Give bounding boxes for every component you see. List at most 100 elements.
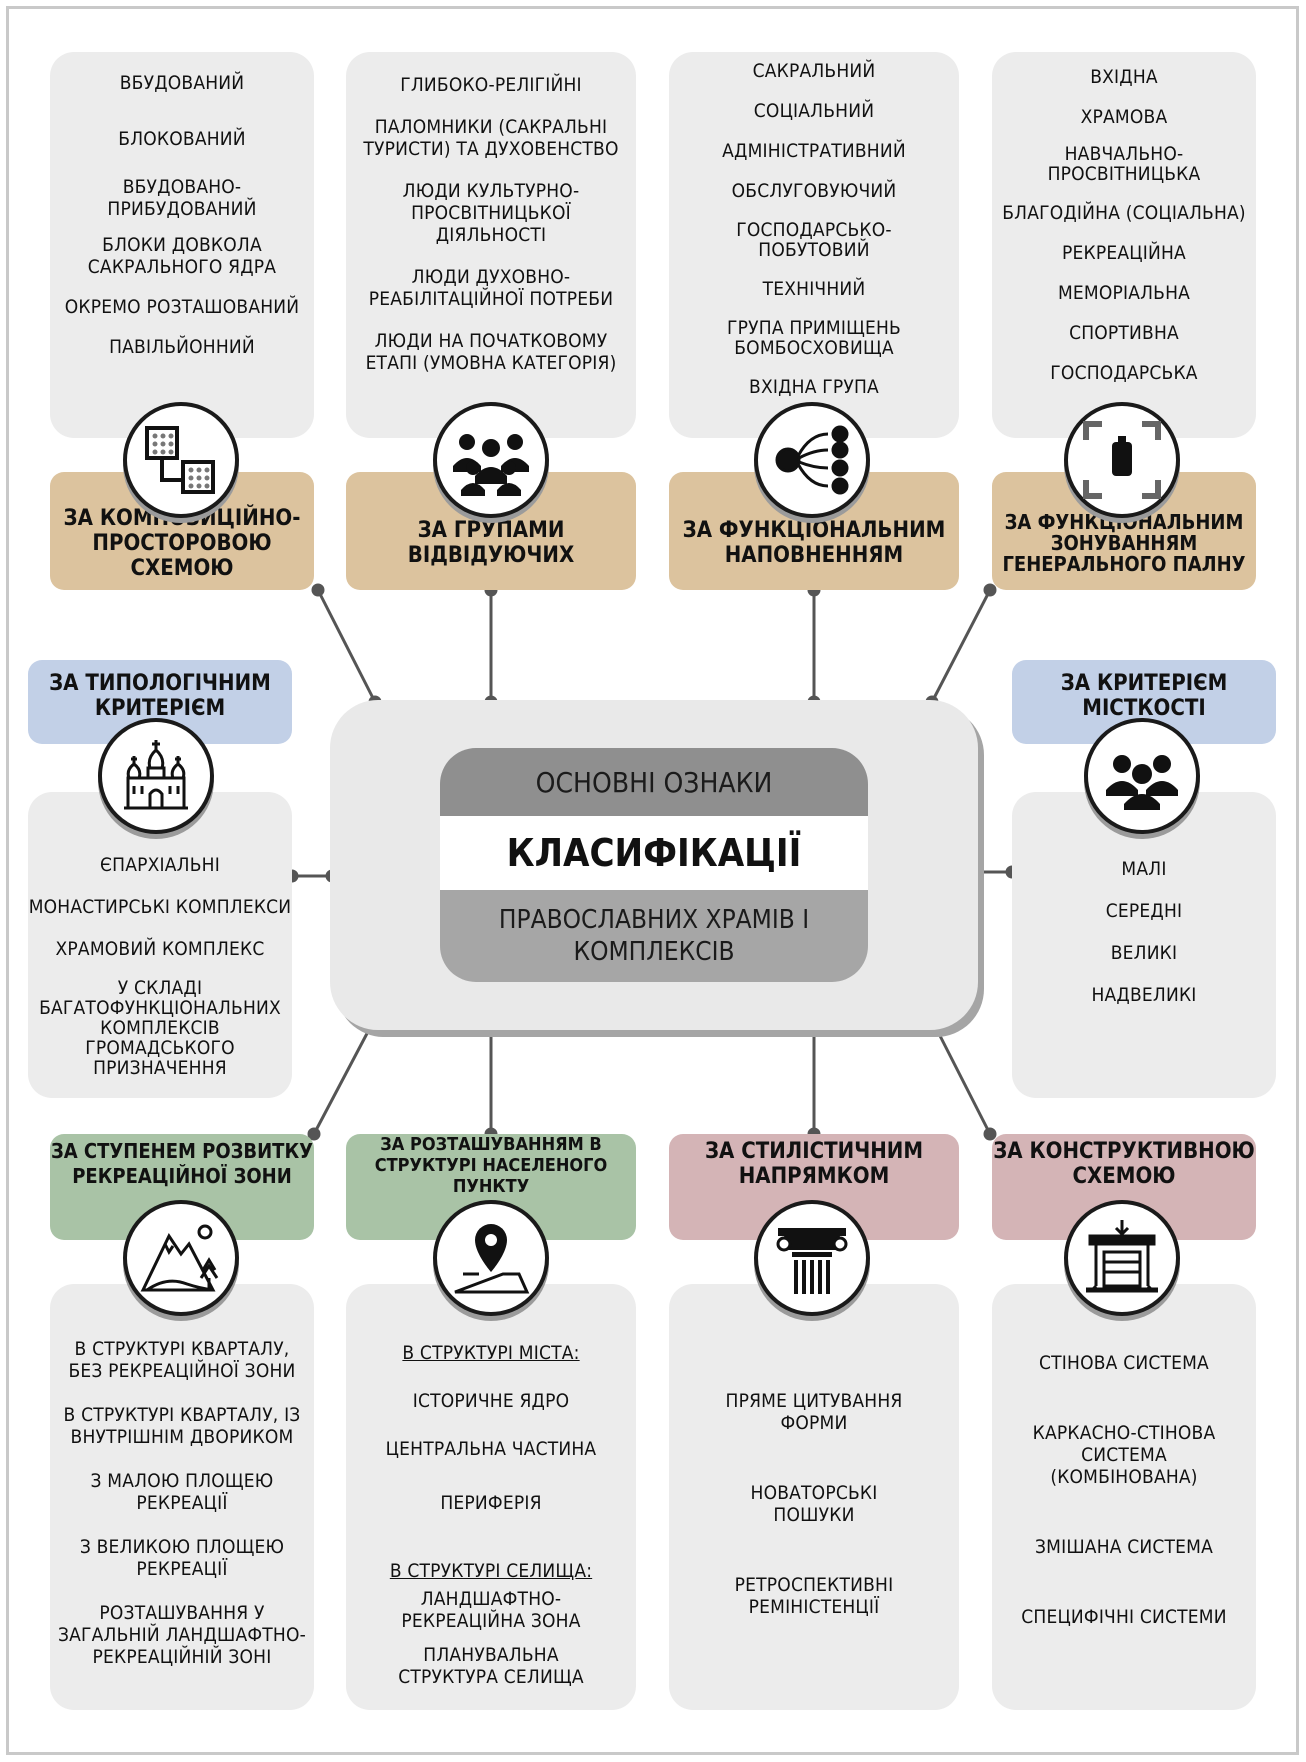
location-items: В СТРУКТУРІ МІСТА: ІСТОРИЧНЕ ЯДРО ЦЕНТРА… [346,1342,636,1688]
recreation-items: В СТРУКТУРІ КВАРТАЛУ, БЕЗ РЕКРЕАЦІЙНОЇ З… [50,1338,314,1668]
list-item: ВХІДНА [1090,66,1158,88]
zoning-items: ВХІДНА ХРАМОВА НАВЧАЛЬНО-ПРОСВІТНИЦЬКА Б… [992,66,1256,384]
list-item: СЕРЕДНІ [1105,900,1183,922]
list-item: ПЕРИФЕРІЯ [440,1492,542,1514]
page-frame [6,6,1299,1755]
style-items-box: ПРЯМЕ ЦИТУВАННЯ ФОРМИ НОВАТОРСЬКІ ПОШУКИ… [669,1284,959,1710]
list-item: ГОСПОДАРСЬКО-ПОБУТОВИЙ [736,219,892,261]
connector-dot [307,1127,321,1141]
list-item: ІСТОРИЧНЕ ЯДРО [412,1390,570,1412]
list-item: СПЕЦИФІЧНІ СИСТЕМИ [1021,1606,1227,1628]
list-item: ХРАМОВА [1080,106,1168,128]
list-item: ЛЮДИ КУЛЬТУРНО-ПРОСВІТНИЦЬКОЇ ДІЯЛЬНОСТІ [402,180,580,246]
list-item: СТІНОВА СИСТЕМА [1039,1352,1209,1374]
connector-line [932,1023,992,1135]
list-item: З МАЛОЮ ПЛОЩЕЮ РЕКРЕАЦІЇ [90,1470,274,1514]
capacity-category-label: ЗА КРИТЕРІЄМ МІСТКОСТІ [1012,660,1276,744]
list-item: ПАЛОМНИКИ (САКРАЛЬНІ ТУРИСТИ) ТА ДУХОВЕН… [363,116,619,160]
mountain-landscape-icon [123,1200,239,1316]
list-item: МЕМОРІАЛЬНА [1057,282,1191,304]
list-item: ЛЮДИ НА ПОЧАТКОВОМУ ЕТАПІ (УМОВНА КАТЕГО… [365,330,617,374]
list-item: БЛОКОВАНИЙ [118,128,246,150]
list-item: РОЗТАШУВАННЯ У ЗАГАЛЬНІЙ ЛАНДШАФТНО-РЕКР… [57,1602,307,1668]
people-group-icon [433,402,549,518]
connector-line [930,589,992,703]
column-capital-icon [754,1200,870,1316]
composition-items: ВБУДОВАНИЙ БЛОКОВАНИЙ ВБУДОВАНО-ПРИБУДОВ… [50,72,314,358]
functional-content-items-box: САКРАЛЬНИЙ СОЦІАЛЬНИЙ АДМІНІСТРАТИВНИЙ О… [669,52,959,438]
typological-items: ЄПАРХІАЛЬНІ МОНАСТИРСЬКІ КОМПЛЕКСИ ХРАМО… [28,854,292,1078]
center-title-box: ОСНОВНІ ОЗНАКИ КЛАСИФІКАЦІЇ ПРАВОСЛАВНИХ… [330,700,978,1030]
list-item: СПОРТИВНА [1069,322,1179,344]
list-item: НОВАТОРСЬКІ ПОШУКИ [750,1482,878,1526]
structure-items-box: СТІНОВА СИСТЕМА КАРКАСНО-СТІНОВА СИСТЕМА… [992,1284,1256,1710]
list-item: ВХІДНА ГРУПА [749,376,879,398]
list-item: ВБУДОВАНО-ПРИБУДОВАНИЙ [107,176,257,220]
list-item: ЛАНДШАФТНО-РЕКРЕАЦІЙНА ЗОНА [401,1588,581,1632]
list-item: НАДВЕЛИКІ [1091,984,1197,1006]
center-title-main: КЛАСИФІКАЦІЇ [440,816,868,890]
map-pin-icon [433,1200,549,1316]
village-heading: В СТРУКТУРІ СЕЛИЩА: [389,1560,593,1582]
list-item: ЗМІШАНА СИСТЕМА [1034,1536,1214,1558]
connector-dot [983,583,997,597]
list-item: КАРКАСНО-СТІНОВА СИСТЕМА (КОМБІНОВАНА) [1032,1422,1216,1488]
capacity-items-box: МАЛІ СЕРЕДНІ ВЕЛИКІ НАДВЕЛИКІ [1012,792,1276,1098]
list-item: ЄПАРХІАЛЬНІ [100,854,220,876]
connector-dot [311,583,325,597]
list-item: БЛОКИ ДОВКОЛА САКРАЛЬНОГО ЯДРА [87,234,277,278]
structure-items: СТІНОВА СИСТЕМА КАРКАСНО-СТІНОВА СИСТЕМА… [992,1352,1256,1628]
zoning-category-label: ЗА ФУНКЦІОНАЛЬНИМ ЗОНУВАННЯМ ГЕНЕРАЛЬНОГ… [992,472,1256,590]
list-item: ПРЯМЕ ЦИТУВАННЯ ФОРМИ [725,1390,903,1434]
list-item: РЕТРОСПЕКТИВНІ РЕМІНІСТЕНЦІЇ [734,1574,894,1618]
style-items: ПРЯМЕ ЦИТУВАННЯ ФОРМИ НОВАТОРСЬКІ ПОШУКИ… [669,1390,959,1618]
list-item: В СТРУКТУРІ КВАРТАЛУ, ІЗ ВНУТРІШНІМ ДВОР… [63,1404,301,1448]
list-item: МОНАСТИРСЬКІ КОМПЛЕКСИ [28,896,292,918]
list-item: АДМІНІСТРАТИВНИЙ [722,140,906,162]
location-items-box: В СТРУКТУРІ МІСТА: ІСТОРИЧНЕ ЯДРО ЦЕНТРА… [346,1284,636,1710]
list-item: З ВЕЛИКОЮ ПЛОЩЕЮ РЕКРЕАЦІЇ [79,1536,285,1580]
list-item: НАВЧАЛЬНО-ПРОСВІТНИЦЬКА [1047,143,1201,185]
center-title-bottom: ПРАВОСЛАВНИХ ХРАМІВ І КОМПЛЕКСІВ [440,890,868,982]
crowd-icon [1084,718,1200,834]
focus-frame-icon [1064,402,1180,518]
capacity-items: МАЛІ СЕРЕДНІ ВЕЛИКІ НАДВЕЛИКІ [1012,858,1276,1006]
list-item: МАЛІ [1121,858,1167,880]
list-item: ГРУПА ПРИМІЩЕНЬ БОМБОСХОВИЩА [727,317,901,359]
list-item: ВЕЛИКІ [1110,942,1178,964]
list-item: ЛЮДИ ДУХОВНО-РЕАБІЛІТАЦІЙНОЇ ПОТРЕБИ [368,266,614,310]
visitors-items: ГЛИБОКО-РЕЛІГІЙНІ ПАЛОМНИКИ (САКРАЛЬНІ Т… [346,74,636,374]
list-item: ЦЕНТРАЛЬНА ЧАСТИНА [385,1438,597,1460]
typological-items-box: ЄПАРХІАЛЬНІ МОНАСТИРСЬКІ КОМПЛЕКСИ ХРАМО… [28,792,292,1098]
list-item: ВБУДОВАНИЙ [119,72,245,94]
list-item: ПАВІЛЬЙОННИЙ [109,336,255,358]
list-item: САКРАЛЬНИЙ [752,60,876,82]
list-item: ПЛАНУВАЛЬНА СТРУКТУРА СЕЛИЩА [398,1644,584,1688]
recreation-items-box: В СТРУКТУРІ КВАРТАЛУ, БЕЗ РЕКРЕАЦІЙНОЇ З… [50,1284,314,1710]
list-item: РЕКРЕАЦІЙНА [1062,242,1186,264]
connector-line [316,589,377,703]
list-item: ХРАМОВИЙ КОМПЛЕКС [55,938,265,960]
distribution-nodes-icon [754,402,870,518]
composition-items-box: ВБУДОВАНИЙ БЛОКОВАНИЙ ВБУДОВАНО-ПРИБУДОВ… [50,52,314,438]
connector-dot [983,1127,997,1141]
list-item: БЛАГОДІЙНА (СОЦІАЛЬНА) [1002,202,1246,224]
list-item: У СКЛАДІ БАГАТОФУНКЦІОНАЛЬНИХ КОМПЛЕКСІВ… [39,977,281,1079]
connector-line [312,1023,374,1135]
list-item: ГЛИБОКО-РЕЛІГІЙНІ [400,74,582,96]
zoning-items-box: ВХІДНА ХРАМОВА НАВЧАЛЬНО-ПРОСВІТНИЦЬКА Б… [992,52,1256,438]
list-item: В СТРУКТУРІ КВАРТАЛУ, БЕЗ РЕКРЕАЦІЙНОЇ З… [68,1338,296,1382]
list-item: ОКРЕМО РОЗТАШОВАНИЙ [64,296,300,318]
functional-content-items: САКРАЛЬНИЙ СОЦІАЛЬНИЙ АДМІНІСТРАТИВНИЙ О… [669,60,959,398]
center-title-top: ОСНОВНІ ОЗНАКИ [440,748,868,816]
city-heading: В СТРУКТУРІ МІСТА: [402,1342,580,1364]
list-item: ГОСПОДАРСЬКА [1050,362,1198,384]
structural-frame-icon [1064,1200,1180,1316]
list-item: ТЕХНІЧНИЙ [762,278,866,300]
list-item: СОЦІАЛЬНИЙ [753,100,875,122]
church-icon [98,718,214,834]
visitors-items-box: ГЛИБОКО-РЕЛІГІЙНІ ПАЛОМНИКИ (САКРАЛЬНІ Т… [346,52,636,438]
list-item: ОБСЛУГОВУЮЧИЙ [731,180,897,202]
composition-blocks-icon [123,402,239,518]
style-category-label: ЗА СТИЛІСТИЧНИМ НАПРЯМКОМ [669,1134,959,1240]
